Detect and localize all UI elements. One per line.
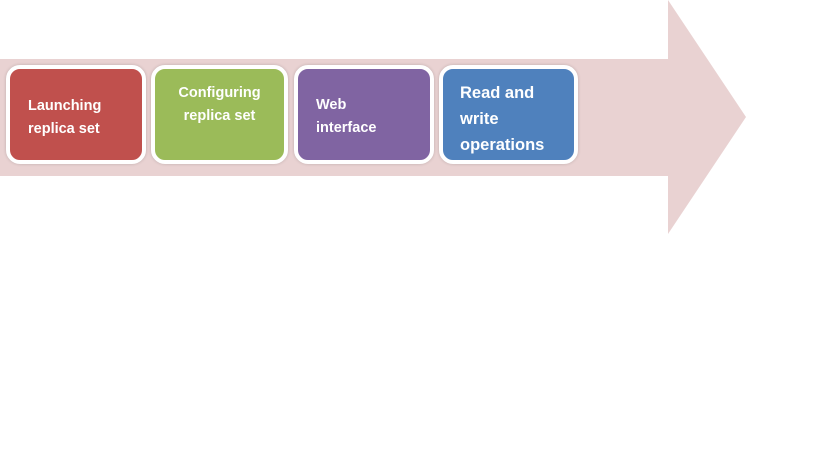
step-configuring-replica-set: Configuring replica set [151, 65, 288, 164]
step-read-write-operations: Read and write operations [439, 65, 578, 164]
step-label: Configuring replica set [178, 85, 261, 124]
step-web-interface: Web interface [294, 65, 434, 164]
step-launching-replica-set: Launching replica set [6, 65, 146, 164]
step-label: Launching replica set [28, 98, 102, 137]
step-label: Web interface [316, 97, 377, 136]
step-label: Read and write operations [460, 84, 545, 154]
